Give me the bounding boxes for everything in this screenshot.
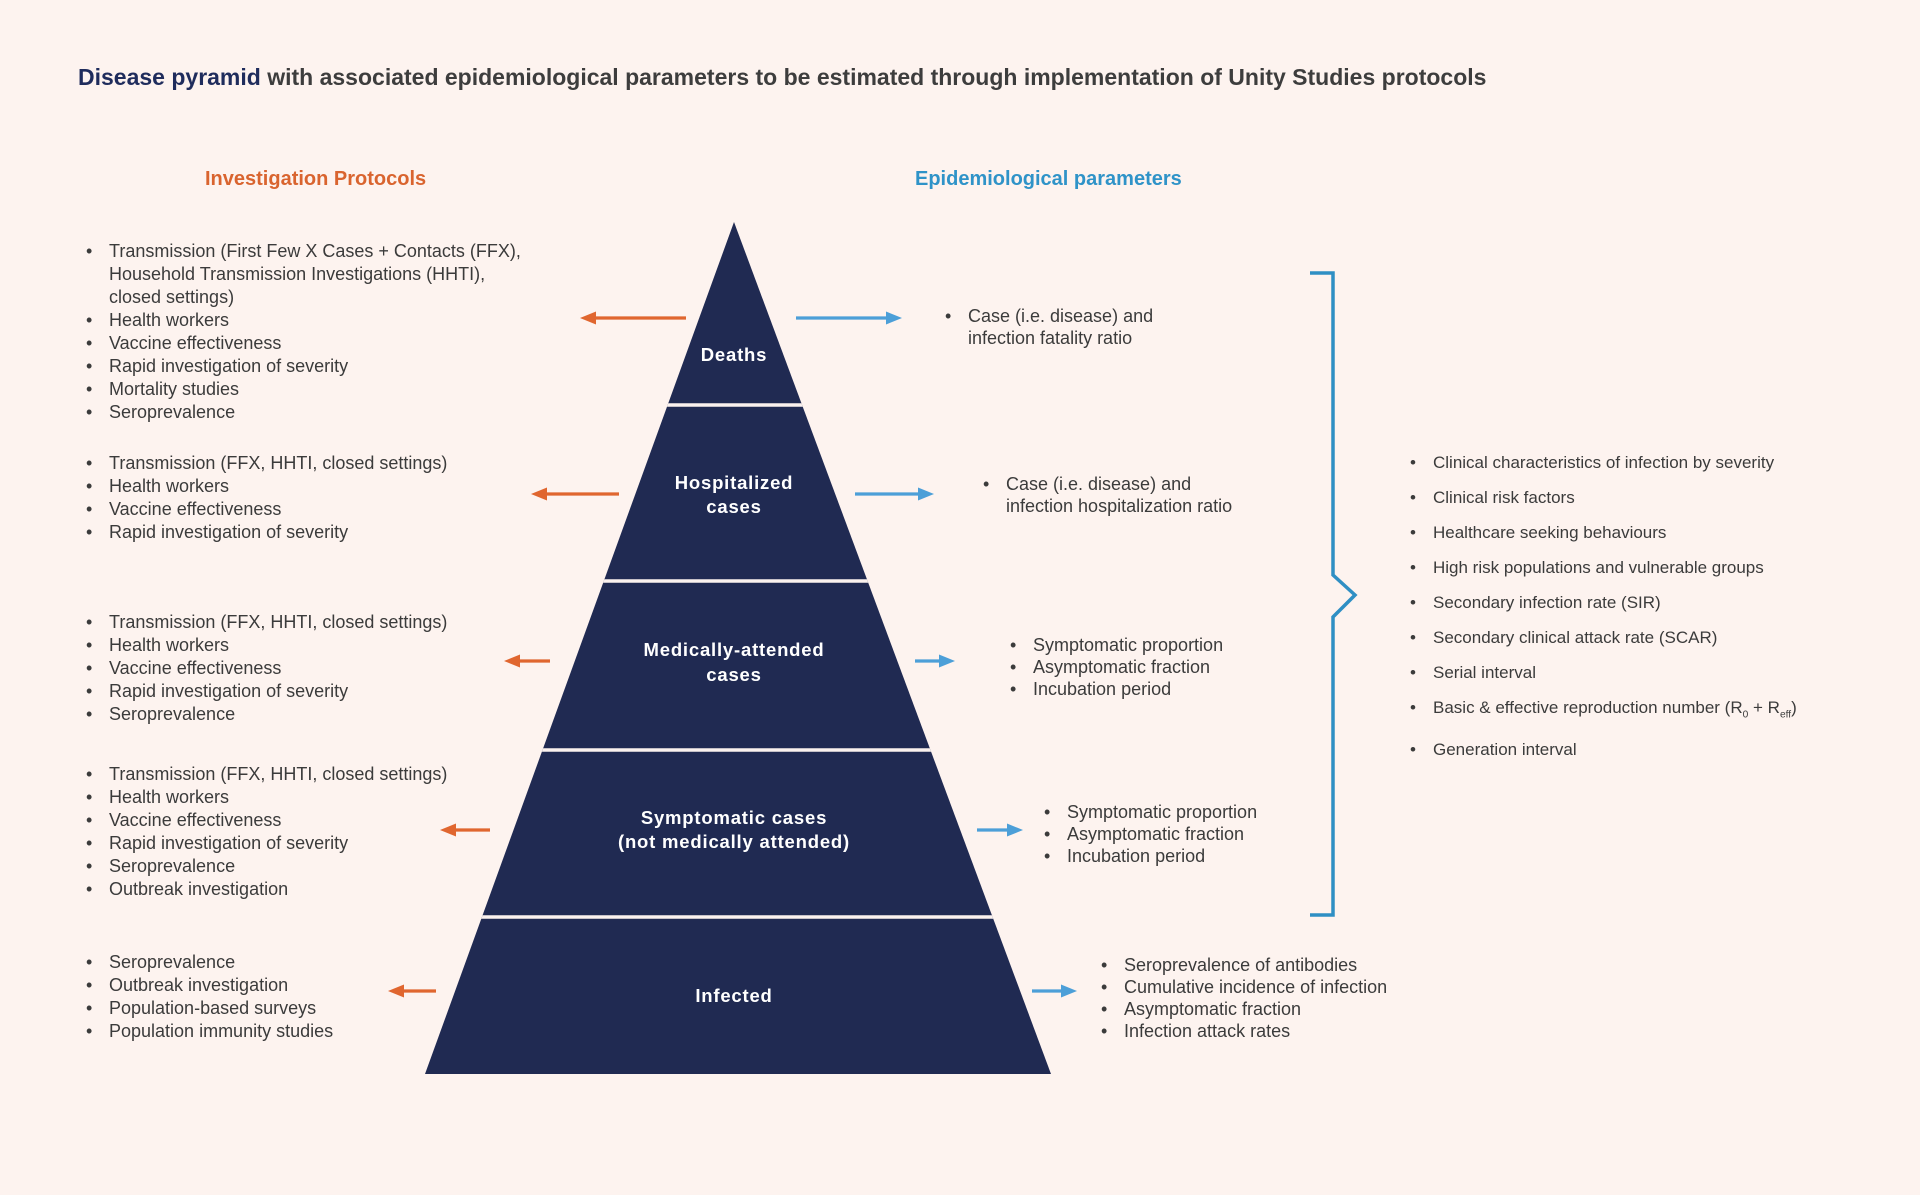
list-item: Generation interval [1408,739,1920,761]
subscript-eff: eff [1779,709,1792,721]
list-item: Case (i.e. disease) and infection fatali… [943,305,1243,349]
list-item: Mortality studies [84,378,604,401]
brace-icon [1310,271,1358,917]
blue-arrow-right-icon [796,311,902,325]
pyramid-level-label: (not medically attended) [618,831,850,852]
list-item: Cumulative incidence of infection [1099,976,1459,998]
list-item: Clinical risk factors [1408,487,1920,509]
list-item: Transmission (FFX, HHTI, closed settings… [84,763,604,786]
pyramid-level-label: Hospitalized [675,472,794,493]
list-item: Health workers [84,786,604,809]
pyramid-level-label: Deaths [701,344,768,365]
investigation-protocols-header: Investigation Protocols [205,168,427,190]
list-item: Outbreak investigation [84,974,604,997]
protocols-list-infected: Seroprevalence Outbreak investigation Po… [84,951,604,1043]
list-item: Basic & effective reproduction number (R… [1408,697,1920,726]
pyramid-level-label: cases [706,496,761,517]
list-item: Vaccine effectiveness [84,657,604,680]
list-item: Rapid investigation of severity [84,355,604,378]
blue-arrow-right-icon [855,487,934,501]
text-fragment: Basic & effective reproduction number (R [1433,698,1743,717]
subscript-zero: 0 [1742,709,1749,721]
text-line: Case (i.e. disease) and [968,306,1154,326]
parameters-list-symptomatic: Symptomatic proportion Asymptomatic frac… [1042,801,1372,867]
pyramid-level-label: Medically-attended [644,639,825,660]
pyramid-level-label: cases [706,664,761,685]
list-item: Healthcare seeking behaviours [1408,522,1920,544]
list-item: Secondary infection rate (SIR) [1408,592,1920,614]
list-item: Case (i.e. disease) and infection hospit… [981,473,1301,517]
list-item: Incubation period [1008,678,1338,700]
list-item: Seroprevalence [84,951,604,974]
title-highlight: Disease pyramid [78,64,261,90]
list-item: Transmission (FFX, HHTI, closed settings… [84,452,604,475]
protocols-list-symptomatic: Transmission (FFX, HHTI, closed settings… [84,763,604,901]
list-item: Clinical characteristics of infection by… [1408,452,1920,474]
list-item: Transmission (FFX, HHTI, closed settings… [84,611,604,634]
list-item: Vaccine effectiveness [84,498,604,521]
list-item: Health workers [84,634,604,657]
text-line: Household Transmission Investigations (H… [109,264,486,284]
list-item: Outbreak investigation [84,878,604,901]
blue-arrow-right-icon [1032,984,1077,998]
page-title: Disease pyramid with associated epidemio… [78,64,1486,91]
blue-arrow-right-icon [915,654,955,668]
list-item: Population immunity studies [84,1020,604,1043]
protocols-list-deaths: Transmission (First Few X Cases + Contac… [84,240,604,424]
list-item: Symptomatic proportion [1042,801,1372,823]
list-item: Health workers [84,309,604,332]
epidemiological-parameters-header: Epidemiological parameters [915,168,1182,190]
pyramid-level-label: Symptomatic cases [641,807,827,828]
text-line: Case (i.e. disease) and [1006,474,1192,494]
list-item: Asymptomatic fraction [1099,998,1459,1020]
list-item: Rapid investigation of severity [84,521,604,544]
list-item: Rapid investigation of severity [84,680,604,703]
list-item: Secondary clinical attack rate (SCAR) [1408,627,1920,649]
clinical-parameters-list: Clinical characteristics of infection by… [1408,452,1920,774]
protocols-list-hospitalized: Transmission (FFX, HHTI, closed settings… [84,452,604,544]
title-rest: with associated epidemiological paramete… [260,64,1487,90]
parameters-list-hospitalized: Case (i.e. disease) and infection hospit… [981,473,1301,517]
list-item: Seroprevalence of antibodies [1099,954,1459,976]
text-line: infection fatality ratio [968,328,1133,348]
list-item: Asymptomatic fraction [1042,823,1372,845]
text-fragment: ) [1791,698,1797,717]
text-line: infection hospitalization ratio [1006,496,1233,516]
list-item: Rapid investigation of severity [84,832,604,855]
list-item: Transmission (First Few X Cases + Contac… [84,240,604,309]
parameters-list-infected: Seroprevalence of antibodies Cumulative … [1099,954,1459,1042]
text-fragment: + R [1748,698,1780,717]
list-item: Asymptomatic fraction [1008,656,1338,678]
text-line: Transmission (First Few X Cases + Contac… [109,241,521,261]
list-item: High risk populations and vulnerable gro… [1408,557,1920,579]
list-item: Serial interval [1408,662,1920,684]
list-item: Health workers [84,475,604,498]
parameters-list-medically-attended: Symptomatic proportion Asymptomatic frac… [1008,634,1338,700]
parameters-list-deaths: Case (i.e. disease) and infection fatali… [943,305,1243,349]
list-item: Infection attack rates [1099,1020,1459,1042]
list-item: Seroprevalence [84,703,604,726]
protocols-list-medically-attended: Transmission (FFX, HHTI, closed settings… [84,611,604,726]
list-item: Vaccine effectiveness [84,809,604,832]
list-item: Population-based surveys [84,997,604,1020]
list-item: Seroprevalence [84,855,604,878]
pyramid-level-label: Infected [695,985,772,1006]
list-item: Symptomatic proportion [1008,634,1338,656]
blue-arrow-right-icon [977,823,1023,837]
list-item: Vaccine effectiveness [84,332,604,355]
list-item: Incubation period [1042,845,1372,867]
list-item: Seroprevalence [84,401,604,424]
text-line: closed settings) [109,287,235,307]
